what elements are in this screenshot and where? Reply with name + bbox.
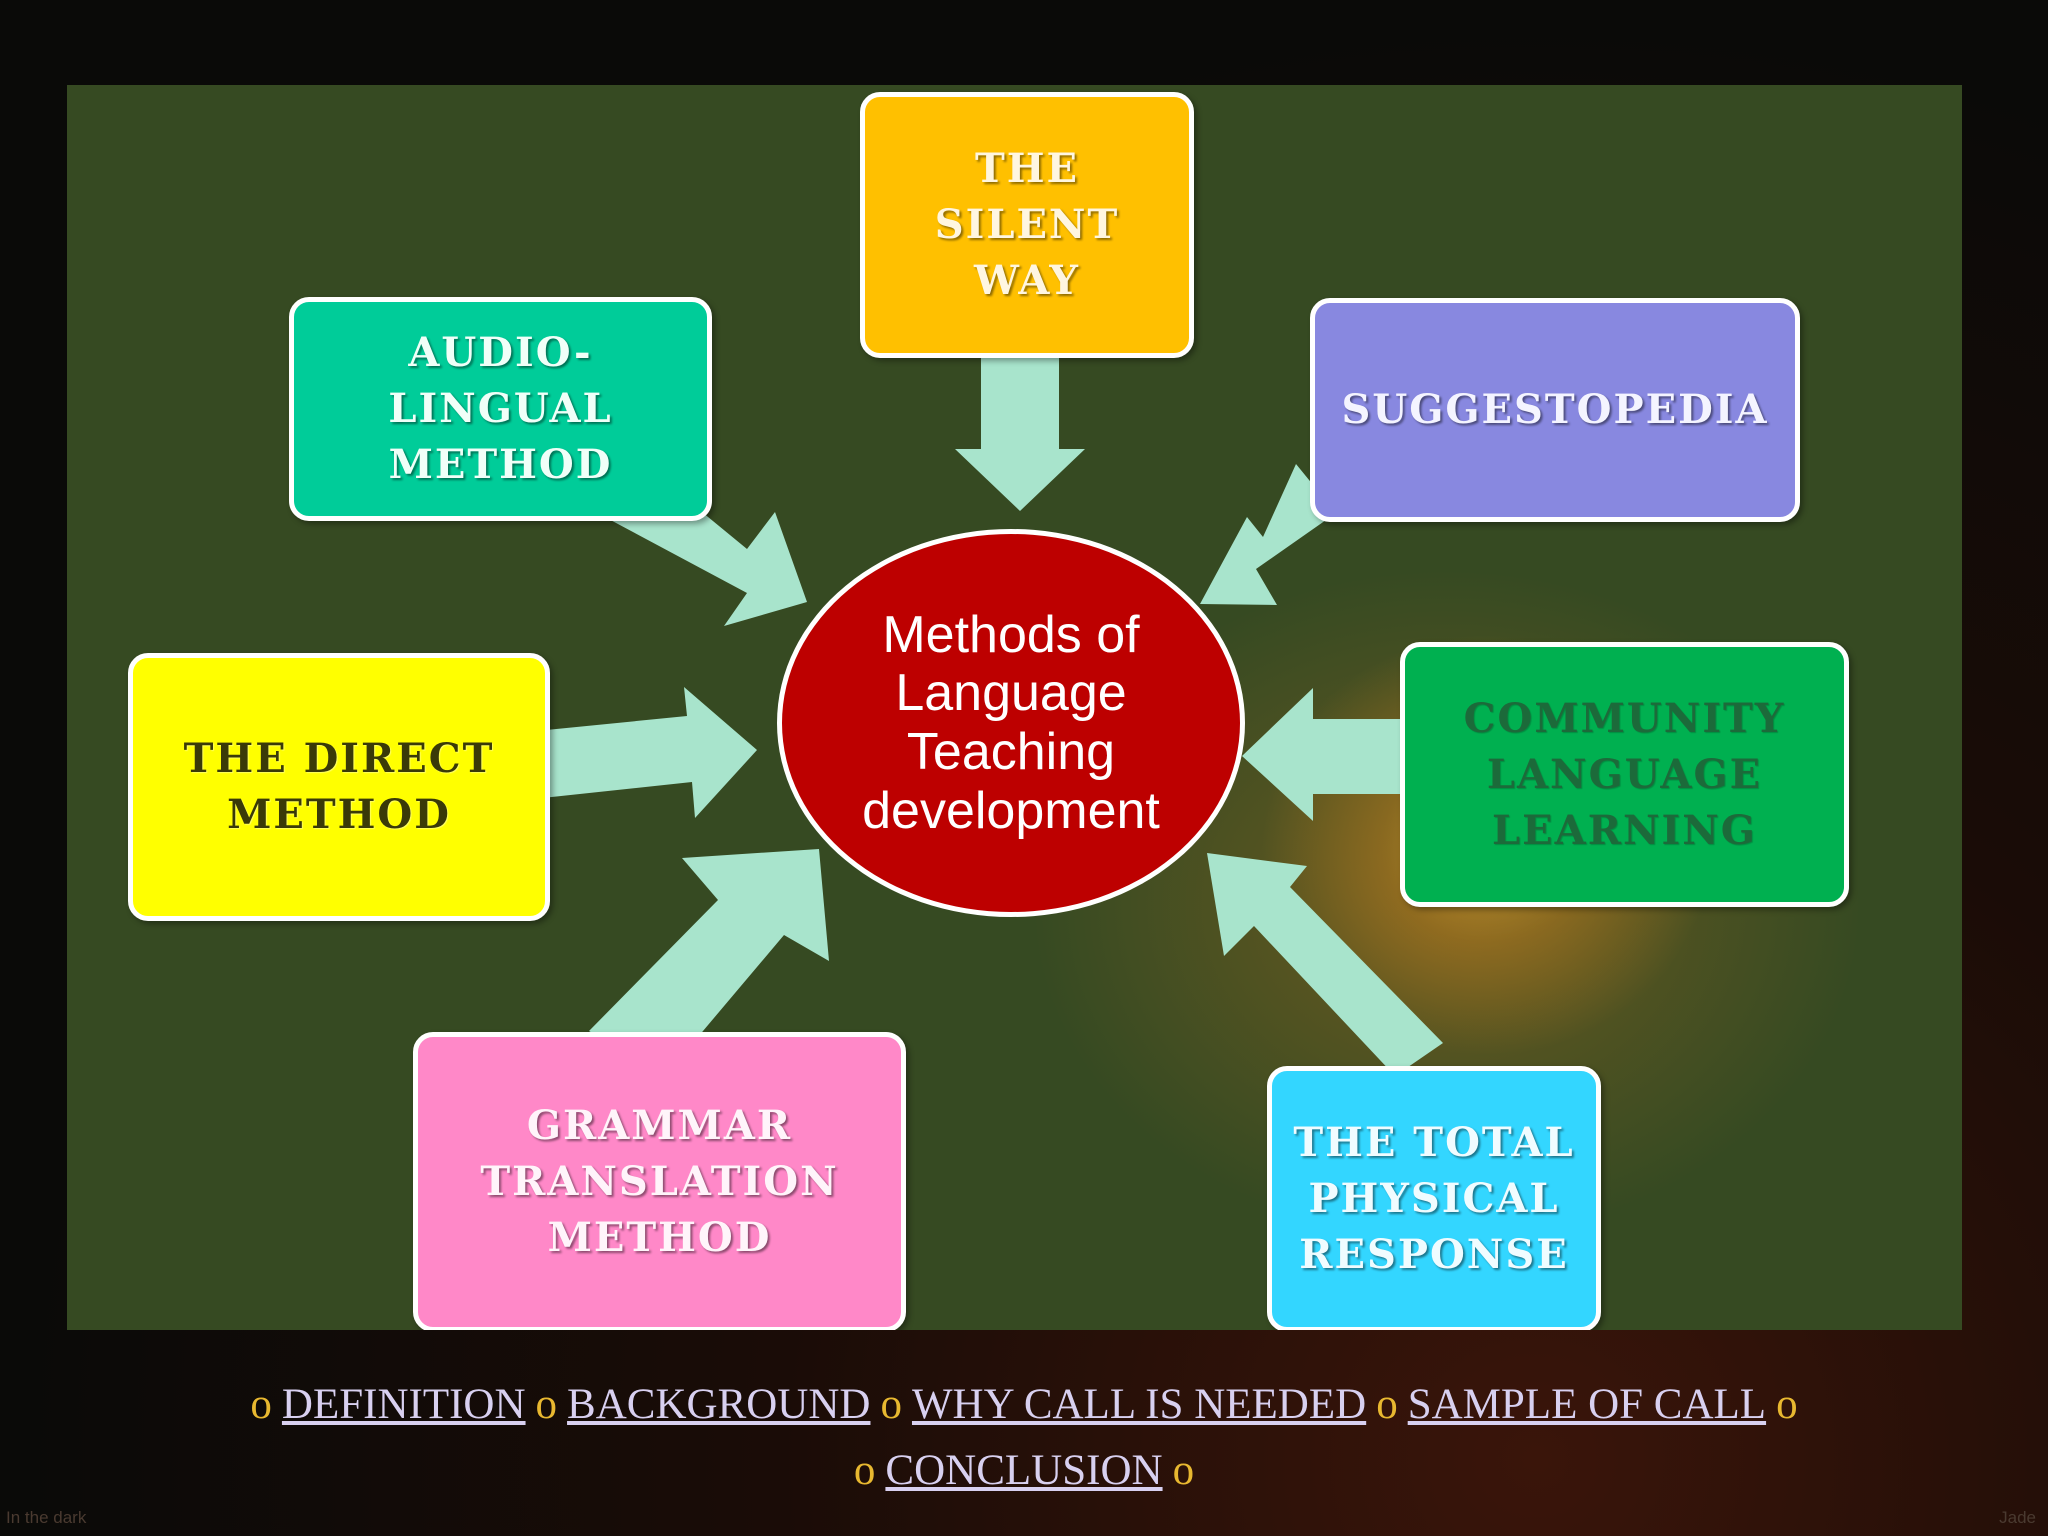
node-direct-method-label: THE DIRECT METHOD	[183, 735, 495, 838]
arrow-total-physical	[1207, 853, 1443, 1076]
node-audio-lingual-label: AUDIO-LINGUAL METHOD	[388, 329, 613, 488]
arrow-community-language	[1242, 688, 1406, 821]
nav-link-conclusion[interactable]: CONCLUSION	[885, 1447, 1163, 1494]
nav-bullet: o	[880, 1381, 902, 1428]
central-node-label: Methods of Language Teaching development	[862, 605, 1160, 840]
node-community-language-label: COMMUNITY LANGUAGE LEARNING	[1463, 694, 1786, 854]
arrow-direct-method	[526, 687, 757, 818]
node-silent-way-label: THE SILENT WAY	[934, 145, 1120, 304]
nav-link-sample-call[interactable]: SAMPLE OF CALL	[1407, 1381, 1767, 1428]
nav-link-why-call[interactable]: WHY CALL IS NEEDED	[911, 1381, 1367, 1428]
node-audio-lingual: AUDIO-LINGUAL METHOD	[289, 297, 712, 521]
diagram-slide: Methods of Language Teaching development…	[67, 85, 1962, 1330]
nav-bullet: o	[1172, 1447, 1195, 1494]
arrow-silent-way	[955, 358, 1085, 511]
node-silent-way: THE SILENT WAY	[860, 92, 1194, 358]
node-suggestopedia-label: SUGGESTOPEDIA	[1341, 386, 1769, 433]
nav-bullet: o	[853, 1447, 876, 1494]
central-node: Methods of Language Teaching development	[777, 529, 1245, 917]
node-community-language: COMMUNITY LANGUAGE LEARNING	[1400, 642, 1849, 907]
node-total-physical: THE TOTAL PHYSICAL RESPONSE	[1267, 1066, 1601, 1330]
nav-bullet: o	[1776, 1381, 1798, 1428]
nav-bullet: o	[535, 1381, 558, 1428]
node-grammar-translation: GRAMMAR TRANSLATION METHOD	[413, 1032, 906, 1330]
node-grammar-translation-label: GRAMMAR TRANSLATION METHOD	[480, 1102, 839, 1261]
arrow-grammar-translation	[589, 849, 829, 1076]
node-total-physical-label: THE TOTAL PHYSICAL RESPONSE	[1293, 1119, 1575, 1278]
node-direct-method: THE DIRECT METHOD	[128, 653, 550, 921]
footer-left-text: In the dark	[6, 1508, 87, 1527]
arrow-suggestopedia	[1200, 464, 1336, 605]
nav-link-definition[interactable]: DEFINITION	[281, 1381, 526, 1428]
node-suggestopedia: SUGGESTOPEDIA	[1310, 298, 1800, 522]
footer-right-text: Jade	[1999, 1508, 2036, 1527]
nav-bullet: o	[250, 1381, 272, 1428]
nav-link-background[interactable]: BACKGROUND	[567, 1381, 871, 1428]
nav-bullet: o	[1376, 1381, 1398, 1428]
